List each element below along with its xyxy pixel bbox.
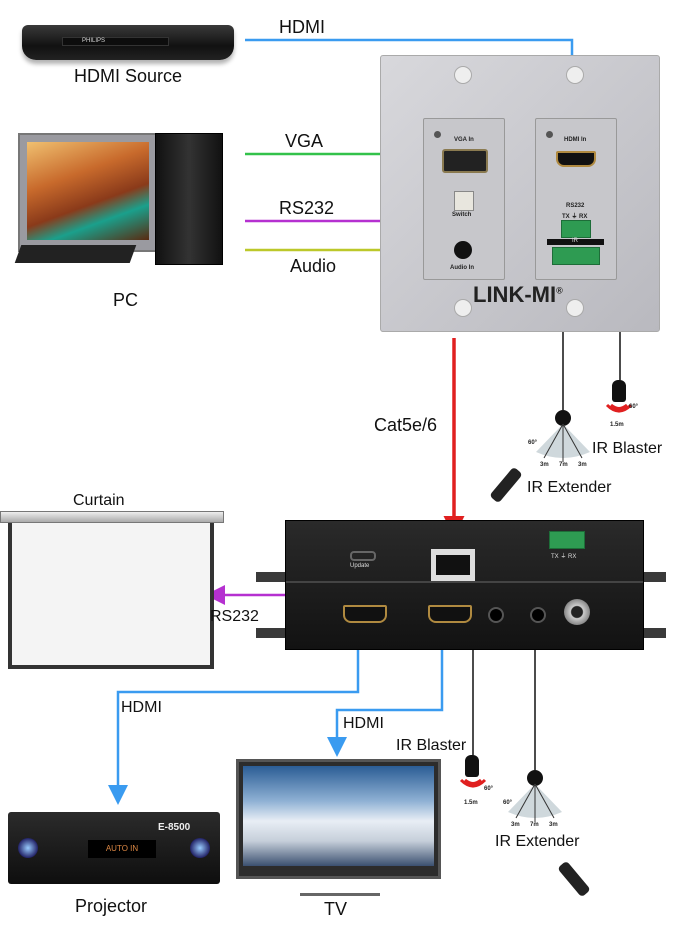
ir-extender-label-rx: IR Extender: [495, 833, 580, 850]
hdmi-in-port[interactable]: [556, 151, 596, 167]
left-insert: VGA In Switch Audio In: [423, 118, 505, 280]
switch-button[interactable]: [454, 191, 474, 211]
projector-display: AUTO IN: [88, 840, 156, 858]
curtain-label: Curtain: [73, 492, 125, 509]
screw: [454, 299, 472, 317]
hdmi-out-1-line: [108, 630, 360, 805]
hdmi-label: HDMI: [279, 17, 325, 37]
ir-blaster-waves-icon: [605, 403, 633, 413]
ir-terminal[interactable]: [552, 247, 600, 265]
projector-model: E-8500: [158, 822, 191, 833]
projector-device: E-8500 AUTO IN: [8, 812, 220, 884]
range-label: 1.5m: [464, 800, 478, 806]
range-label: 60°: [629, 404, 639, 410]
hdmi-out-2-line: [327, 630, 444, 757]
audio-in-port[interactable]: [454, 241, 472, 259]
knob-right: [190, 838, 210, 858]
rj45-port[interactable]: [431, 549, 475, 581]
tv-label: TV: [324, 899, 348, 919]
ir-out-jack[interactable]: [488, 607, 504, 623]
hdmi-source-label: HDMI Source: [74, 66, 183, 86]
screw: [566, 299, 584, 317]
ir-extender-angle: 60°: [528, 440, 538, 446]
rs232-label: RS232: [279, 198, 335, 218]
right-insert: HDMI In RS232 TX ⏚ RX IR: [535, 118, 617, 280]
range-label: 60°: [503, 800, 513, 806]
rs232-pins-rx: TX ⏚ RX: [551, 554, 577, 560]
ir-blaster-icon-rx: [465, 755, 479, 777]
audio-in-label: Audio In: [450, 265, 474, 271]
vga-label: VGA: [285, 131, 324, 151]
range-label: 3m: [549, 822, 558, 828]
ir-extender-sensor-icon-rx: [527, 770, 543, 786]
wall-plate-transmitter: VGA In Switch Audio In HDMI In RS232 TX …: [380, 55, 660, 332]
power-jack[interactable]: [564, 599, 590, 625]
screen-housing: [0, 511, 224, 523]
dvd-brand: PHILIPS: [82, 38, 106, 44]
ir-blaster-label-tx: IR Blaster: [592, 440, 663, 457]
vga-in-label: VGA In: [454, 137, 474, 143]
ir-extender-cone-icon-rx: [508, 783, 562, 822]
range-label: 3m: [540, 462, 549, 468]
projection-screen: [8, 513, 214, 669]
hdbaset-receiver: Update TX ⏚ RX: [285, 520, 644, 650]
rs232-terminal-rx[interactable]: [549, 531, 585, 549]
range-label: 3m: [578, 462, 587, 468]
range-label: 7m: [530, 822, 539, 828]
hdmi-in-label: HDMI In: [564, 137, 587, 143]
rs232-terminal[interactable]: [561, 220, 591, 238]
hdmi-source-device: PHILIPS: [22, 25, 234, 60]
ir-extender-label-tx: IR Extender: [527, 479, 612, 496]
led: [434, 131, 441, 138]
tv-stand: [300, 879, 380, 896]
vga-port[interactable]: [442, 149, 488, 173]
audio-label: Audio: [290, 256, 337, 276]
ir-blaster-waves-icon-rx: [459, 778, 487, 788]
hdmi-out-port-2[interactable]: [428, 605, 472, 623]
rs232-label-plate: RS232: [566, 203, 585, 209]
tv-device: [236, 759, 441, 879]
range-label: 7m: [559, 462, 568, 468]
hdmi-out-1-label: HDMI: [121, 699, 162, 716]
projector-label: Projector: [75, 896, 148, 916]
pc-keyboard: [14, 245, 137, 263]
update-label: Update: [350, 563, 370, 569]
knob-left: [18, 838, 38, 858]
range-label: 3m: [511, 822, 520, 828]
pc-monitor: [18, 133, 160, 252]
screw: [454, 66, 472, 84]
hdmi-out-2-label: HDMI: [343, 715, 384, 732]
ir-in-jack[interactable]: [530, 607, 546, 623]
range-label: 1.5m: [610, 422, 624, 428]
ir-blaster-icon: [612, 380, 626, 402]
brand-logo: LINK-MI®: [473, 282, 563, 307]
led: [546, 131, 553, 138]
ir-blaster-label-rx: IR Blaster: [396, 737, 467, 754]
rs232-out-label: RS232: [210, 608, 259, 625]
screw: [566, 66, 584, 84]
range-label: 60°: [484, 786, 494, 792]
micro-usb-port[interactable]: [350, 551, 376, 561]
pc-label: PC: [113, 290, 139, 310]
pc-tower: [155, 133, 223, 265]
cat-label: Cat5e/6: [374, 415, 438, 435]
hdmi-out-port-1[interactable]: [343, 605, 387, 623]
switch-label: Switch: [452, 212, 472, 218]
rs232-pins-label: TX ⏚ RX: [562, 214, 588, 220]
ir-extender-cone-icon: [536, 423, 590, 462]
ir-label: IR: [572, 238, 578, 244]
ir-extender-sensor-icon: [555, 410, 571, 426]
